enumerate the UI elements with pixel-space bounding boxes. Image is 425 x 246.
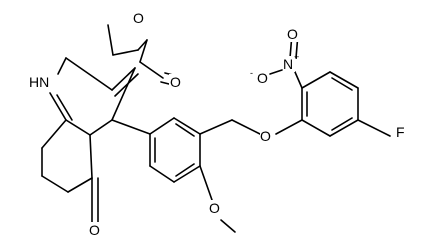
atom-label-oxygen: O [257, 70, 268, 86]
bond [329, 119, 359, 137]
bond [41, 119, 67, 149]
label-background [283, 56, 295, 72]
bond [89, 119, 113, 136]
bond [65, 57, 113, 91]
label-background [169, 74, 181, 90]
dihydropyridine-ring [49, 57, 139, 136]
atom-label-oxygen: O [170, 74, 181, 90]
bond [49, 92, 67, 121]
bond [107, 24, 114, 56]
bond [149, 165, 175, 183]
bond [294, 71, 303, 89]
bond [231, 119, 261, 135]
label-background [255, 70, 267, 86]
bond [112, 49, 139, 56]
bond [89, 134, 93, 179]
bond [149, 117, 175, 135]
label-background [209, 200, 221, 216]
bond [331, 77, 353, 91]
benzene-ring-methoxy [111, 117, 303, 233]
label-background [132, 10, 144, 26]
bond [199, 119, 233, 135]
atom-label-oxygen: O [209, 200, 220, 216]
bond [175, 163, 195, 177]
label-background [89, 222, 101, 238]
bond [111, 67, 136, 91]
bond [275, 119, 303, 135]
atom-label-nh: HN [29, 74, 49, 90]
bond [357, 119, 391, 137]
bond [301, 71, 331, 89]
label-background [260, 128, 272, 144]
bond [173, 165, 201, 183]
bond [57, 57, 67, 75]
bond [269, 69, 283, 75]
cyclohexenone-ring [41, 119, 99, 223]
atom-label-oxygen: O [133, 10, 144, 26]
atom-label-oxygen: O [89, 222, 100, 238]
bond [175, 123, 195, 137]
ethyl-ester [107, 24, 178, 86]
label-background [28, 74, 48, 90]
bond [301, 119, 331, 137]
bond [139, 61, 164, 79]
bond [67, 177, 93, 193]
bond [111, 67, 136, 121]
bond [137, 39, 148, 51]
bond [56, 94, 73, 121]
atom-charge-positive: + [294, 52, 299, 62]
bond [331, 117, 353, 131]
label-background [287, 26, 299, 42]
bond [220, 219, 236, 233]
atom-charge-negative: - [250, 68, 253, 78]
bond [111, 119, 151, 135]
bond [139, 39, 148, 63]
benzene-ring-nitro-fluoro [269, 33, 391, 137]
atom-label-fluorine: F [396, 124, 405, 140]
bond [329, 71, 359, 89]
bond [114, 73, 139, 97]
bond [65, 119, 91, 136]
bond [199, 165, 213, 201]
bond [173, 117, 201, 135]
atom-label-nitrogen: N [283, 56, 293, 72]
atom-label-oxygen: O [260, 128, 271, 144]
bond [41, 175, 69, 193]
label-background [395, 124, 405, 140]
atom-label-oxygen: O [287, 26, 298, 42]
